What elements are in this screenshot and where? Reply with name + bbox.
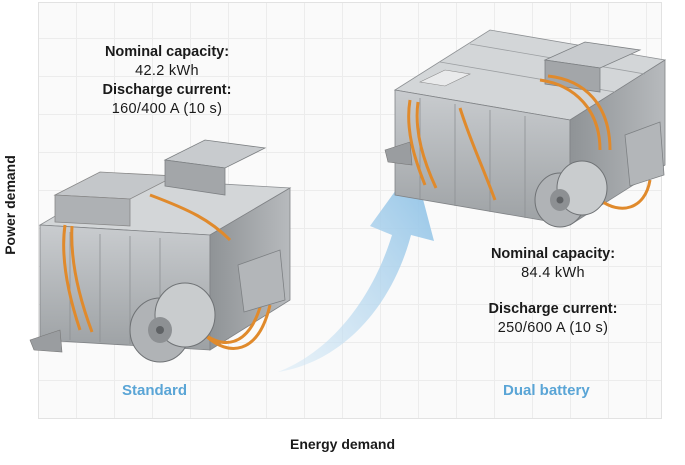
dual-capacity-value: 84.4 kWh (521, 265, 585, 281)
standard-spec-block: Nominal capacity: 42.2 kWh Discharge cur… (92, 43, 242, 119)
dual-battery-pack (384, 29, 667, 226)
standard-current-label: Discharge current: (102, 82, 232, 98)
standard-caption: Standard (122, 382, 188, 399)
dual-current-label: Discharge current: (488, 301, 618, 317)
upward-growth-arrow (278, 165, 434, 372)
dual-caption: Dual battery (503, 382, 590, 399)
dual-capacity-label: Nominal capacity: (490, 246, 616, 262)
standard-capacity-label: Nominal capacity: (104, 44, 230, 60)
dual-current-value: 250/600 A (10 s) (497, 320, 609, 336)
dual-spec-block: Nominal capacity: 84.4 kWh Discharge cur… (478, 245, 628, 338)
electric-motor (534, 160, 608, 228)
standard-capacity-value: 42.2 kWh (135, 63, 199, 79)
x-axis-label: Energy demand (289, 436, 396, 452)
electric-motor (129, 282, 216, 363)
standard-current-value: 160/400 A (10 s) (111, 101, 223, 117)
